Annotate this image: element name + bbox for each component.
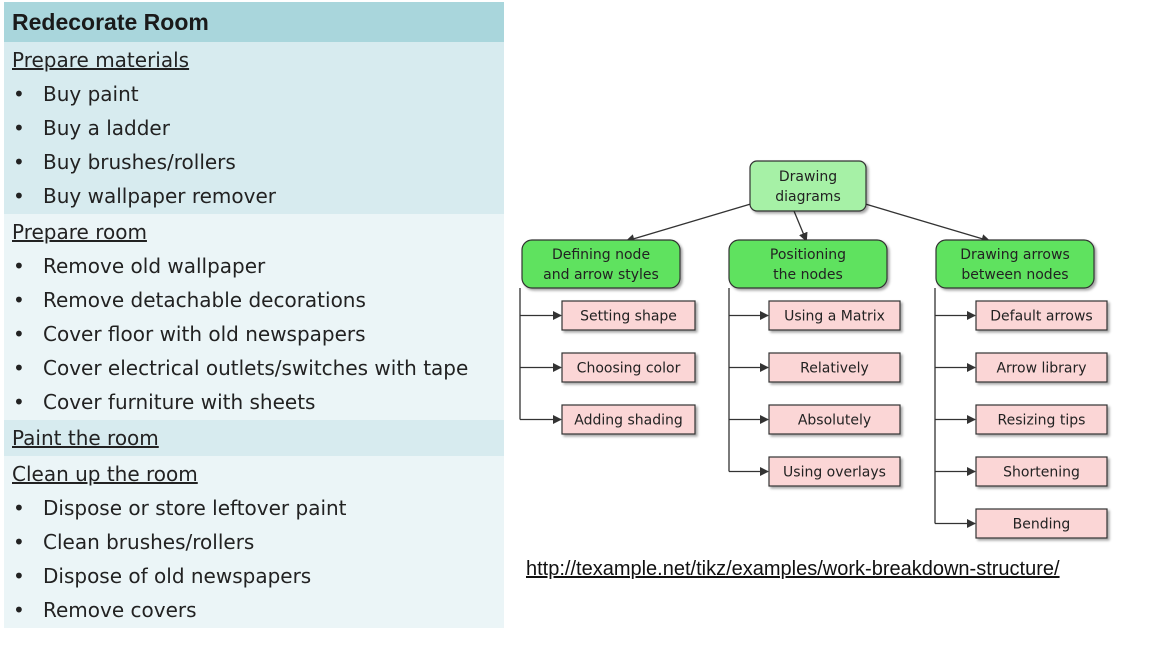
leaf-node-label: Adding shading (574, 413, 683, 429)
root-connector-1 (625, 202, 755, 244)
leaf-node-box (561, 300, 696, 331)
branch-node-1-box (521, 239, 681, 289)
leaf-node: Choosing color (561, 352, 696, 383)
leaf-node: Arrow library (975, 352, 1108, 383)
leaf-node: Absolutely (768, 404, 901, 435)
task-items: Remove old wallpaper Remove detachable d… (12, 250, 504, 420)
leaf-node-label: Absolutely (798, 413, 871, 429)
list-item: Buy wallpaper remover (12, 180, 504, 214)
list-item: Remove old wallpaper (12, 250, 504, 284)
branch-node-1-label: and arrow styles (543, 267, 659, 283)
leaf-node-box (768, 300, 901, 331)
root-node-label: Drawing (779, 169, 837, 185)
list-item: Buy a ladder (12, 112, 504, 146)
leaf-node: Relatively (768, 352, 901, 383)
leaf-node-label: Shortening (1003, 465, 1080, 481)
section-paint-the-room: Paint the room (4, 420, 504, 456)
task-items: Dispose or store leftover paint Clean br… (12, 492, 504, 628)
leaf-node-box (975, 352, 1108, 383)
root-connector-3 (861, 202, 991, 244)
leaf-node: Setting shape (561, 300, 696, 331)
leaf-node: Using a Matrix (768, 300, 901, 331)
leaf-node-label: Bending (1013, 517, 1071, 533)
list-item: Remove detachable decorations (12, 284, 504, 318)
leaf-node-box (975, 456, 1108, 487)
source-link[interactable]: http://texample.net/tikz/examples/work-b… (526, 558, 1060, 580)
leaf-node-box (768, 404, 901, 435)
task-list-panel: Redecorate Room Prepare materials Buy pa… (4, 2, 504, 650)
leaf-node-box (561, 352, 696, 383)
leaf-node-label: Setting shape (580, 309, 677, 325)
section-clean-up-the-room: Clean up the room Dispose or store lefto… (4, 456, 504, 628)
list-item: Buy paint (12, 78, 504, 112)
task-items: Buy paint Buy a ladder Buy brushes/rolle… (12, 78, 504, 214)
section-heading: Clean up the room (12, 462, 198, 486)
branch-node-1: Defining node and arrow styles (521, 239, 681, 289)
list-item: Dispose or store leftover paint (12, 492, 504, 526)
leaf-node-box (975, 508, 1108, 539)
root-node: Drawing diagrams (749, 160, 867, 212)
list-item: Clean brushes/rollers (12, 526, 504, 560)
leaf-node-box (561, 404, 696, 435)
section-heading: Paint the room (12, 426, 159, 450)
leaf-node-box (768, 456, 901, 487)
list-item: Buy brushes/rollers (12, 146, 504, 180)
branch-node-3-label: Drawing arrows (960, 247, 1070, 263)
root-node-label: diagrams (775, 189, 841, 205)
leaf-node-label: Relatively (800, 361, 869, 377)
section-heading: Prepare materials (12, 48, 190, 72)
leaf-node-label: Default arrows (990, 309, 1092, 325)
leaf-node: Default arrows (975, 300, 1108, 331)
leaf-node: Shortening (975, 456, 1108, 487)
section-prepare-materials: Prepare materials Buy paint Buy a ladder… (4, 42, 504, 214)
section-prepare-room: Prepare room Remove old wallpaper Remove… (4, 214, 504, 420)
leaf-node-box (768, 352, 901, 383)
branch-node-3-label: between nodes (961, 267, 1068, 283)
leaf-node-box (975, 404, 1108, 435)
leaf-node: Using overlays (768, 456, 901, 487)
list-item: Cover floor with old newspapers (12, 318, 504, 352)
branch-node-2: Positioning the nodes (728, 239, 888, 289)
list-item: Dispose of old newspapers (12, 560, 504, 594)
task-list-title: Redecorate Room (4, 2, 504, 42)
list-item: Cover furniture with sheets (12, 386, 504, 420)
root-node-box (749, 160, 867, 212)
leaf-node-label: Using overlays (783, 465, 886, 481)
section-heading: Prepare room (12, 220, 147, 244)
branch-node-2-label: Positioning (770, 247, 846, 263)
leaf-node-label: Choosing color (577, 361, 681, 377)
leaf-node-label: Arrow library (996, 361, 1086, 377)
leaf-node-box (975, 300, 1108, 331)
branch-node-2-label: the nodes (773, 267, 843, 283)
branch-node-2-box (728, 239, 888, 289)
branch-node-3: Drawing arrows between nodes (935, 239, 1095, 289)
branch-node-1-label: Defining node (552, 247, 650, 263)
branch-node-3-box (935, 239, 1095, 289)
leaf-node: Resizing tips (975, 404, 1108, 435)
leaf-node-label: Resizing tips (998, 413, 1086, 429)
connectors (519, 202, 991, 529)
leaf-node-label: Using a Matrix (784, 309, 885, 325)
leaf-node: Adding shading (561, 404, 696, 435)
root-connector-2 (793, 210, 808, 242)
list-item: Cover electrical outlets/switches with t… (12, 352, 504, 386)
list-item: Remove covers (12, 594, 504, 628)
leaf-node: Bending (975, 508, 1108, 539)
